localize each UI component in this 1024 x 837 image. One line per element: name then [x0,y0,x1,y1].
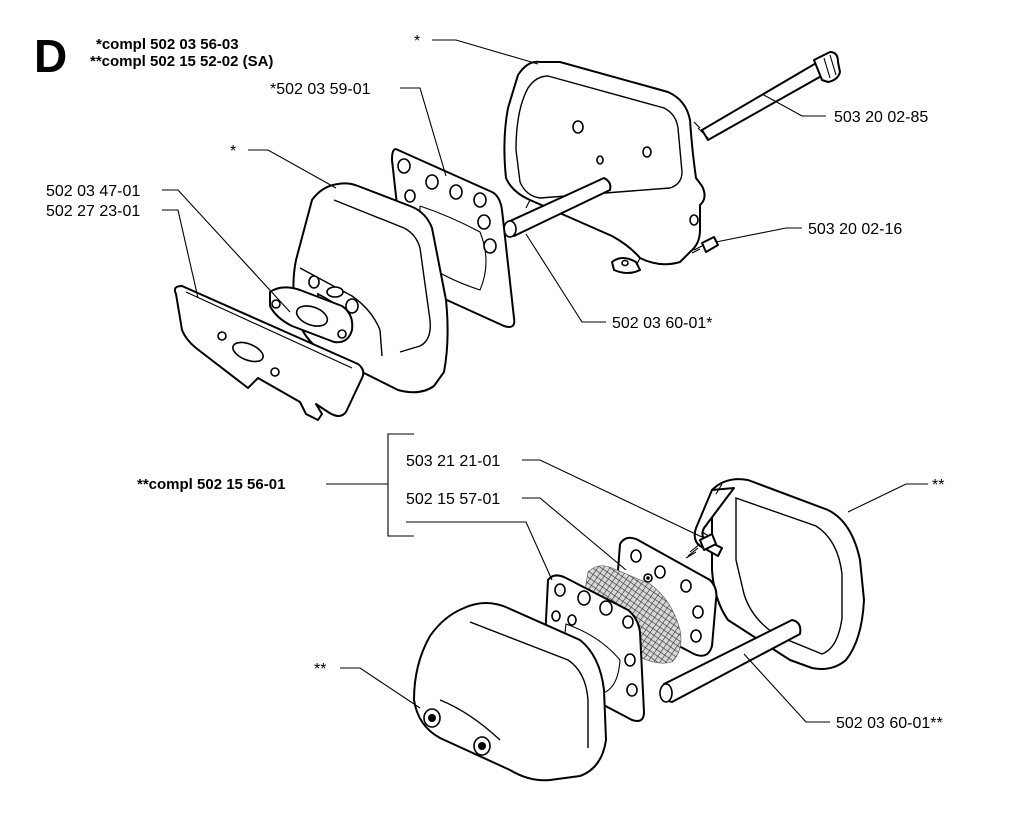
top-sleeve [503,177,612,238]
bottom-sleeve [659,619,802,703]
header-line-2: **compl 502 15 52-02 (SA) [90,53,273,70]
top-small-gasket [269,286,354,344]
top-long-bolt [693,51,841,141]
label-top-gasket-small: 502 03 47-01 [46,183,140,200]
label-top-cover-marker: * [414,33,420,50]
label-top-bolt: 503 20 02-85 [834,109,928,126]
label-top-front-cover-marker: * [230,143,236,160]
label-top-screw: 503 20 02-16 [808,221,902,238]
top-small-screw [691,236,719,254]
header-line-1: *compl 502 03 56-03 [96,36,239,53]
label-top-sleeve: 502 03 60-01* [612,315,713,332]
leader-lines [162,39,928,723]
label-bottom-sleeve: 502 03 60-01** [836,715,943,732]
section-letter: D [34,30,67,82]
top-heat-plate [173,285,365,421]
top-rear-muffler-cover [503,60,706,274]
bottom-front-muffler-cover [413,602,607,782]
label-top-plate: 502 27 23-01 [46,203,140,220]
label-bottom-front-cover-marker: ** [314,661,326,678]
label-bottom-rear-cover-marker: ** [932,477,944,494]
label-top-gasket-upper: *502 03 59-01 [270,81,371,98]
label-bottom-screw: 503 21 21-01 [406,453,500,470]
label-bottom-kit: **compl 502 15 56-01 [137,476,285,493]
label-bottom-screen: 502 15 57-01 [406,491,500,508]
bottom-rear-muffler-cover [693,478,865,670]
